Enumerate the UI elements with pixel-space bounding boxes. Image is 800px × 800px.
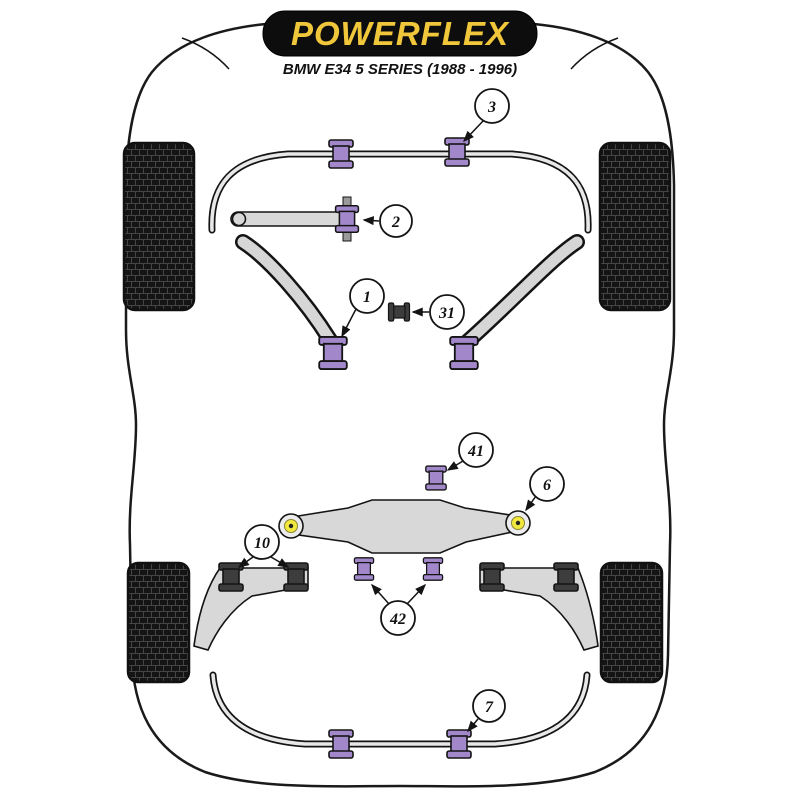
callout-10: 10 [237, 524, 290, 568]
callout-42-label: 42 [389, 611, 406, 628]
callout-6-circle [529, 466, 565, 502]
callout-6-leader [525, 495, 537, 512]
front-right-fender-line [570, 37, 619, 70]
callout-10-leader-left [237, 556, 254, 568]
callout-7-label: 7 [485, 699, 494, 716]
callout-31: 31 [411, 294, 465, 330]
callout-41: 41 [446, 432, 494, 471]
front-arm-bush-left [318, 335, 348, 371]
tire-rear-right [599, 561, 664, 684]
callout-10-circle [244, 524, 280, 560]
front-arm-left [237, 236, 336, 346]
tire-front-left [122, 141, 196, 312]
callout-7-leader [467, 718, 479, 733]
callout-42-leader-right [406, 583, 427, 605]
front-left-fender-line [181, 37, 230, 70]
brand-banner: POWERFLEX [262, 10, 538, 57]
callouts: 3 2 1 31 41 6 [237, 88, 565, 733]
callout-3: 3 [462, 88, 510, 143]
callout-3-leader [462, 119, 485, 143]
rear-center-bush-right [422, 557, 444, 581]
tie-rod-ball-joint [231, 211, 247, 227]
rear-subframe [278, 499, 531, 554]
callout-41-label: 41 [467, 443, 484, 460]
callout-31-circle [429, 294, 465, 330]
front-arm-bush-right [449, 335, 479, 371]
tires [122, 141, 672, 684]
tie-rod-bush [334, 204, 360, 234]
callout-10-leader-right [270, 556, 290, 568]
front-arb-bush-right [444, 137, 470, 167]
front-control-arms [235, 234, 585, 371]
front-tie-rod [230, 196, 360, 242]
front-anti-roll-bar-highlight [210, 152, 590, 232]
rear-center-bush-left [353, 557, 375, 581]
rear-top-bush-41 [425, 465, 447, 491]
callout-42: 42 [370, 583, 427, 636]
front-small-bush-31 [387, 302, 411, 322]
front-arm-right [461, 236, 583, 348]
front-arb-bush-left [328, 139, 354, 169]
callout-7: 7 [467, 689, 506, 733]
callout-10-label: 10 [254, 535, 270, 552]
front-anti-roll-bar [208, 137, 592, 234]
callout-31-label: 31 [438, 305, 455, 322]
callout-2-circle [379, 204, 413, 238]
rear-trailing-arms [193, 562, 599, 651]
rear-arm-bush-right-inner [479, 562, 505, 592]
callout-3-circle [474, 88, 510, 124]
tie-rod-bar [230, 211, 352, 227]
callout-6: 6 [525, 466, 565, 512]
callout-1-leader [341, 308, 357, 338]
callout-41-leader [446, 460, 464, 471]
model-subtitle: BMW E34 5 SERIES (1988 - 1996) [283, 61, 517, 78]
rear-anti-roll-bar [209, 671, 591, 759]
callout-7-circle [472, 689, 506, 723]
brand-logo: POWERFLEX [291, 15, 510, 52]
callout-1: 1 [341, 278, 385, 338]
callout-42-leader-left [370, 583, 390, 605]
rear-arb-bush-right [446, 729, 472, 759]
callout-1-label: 1 [363, 289, 371, 306]
rear-arm-bush-right-outer [553, 562, 579, 592]
banner-background [262, 10, 538, 57]
rear-anti-roll-bar-highlight [211, 673, 589, 746]
tire-front-right [598, 141, 672, 312]
car-body-outline [124, 16, 676, 788]
callout-42-circle [380, 600, 416, 636]
callout-1-circle [349, 278, 385, 314]
callout-3-label: 3 [487, 99, 496, 116]
rear-arb-bush-left [328, 729, 354, 759]
callout-41-circle [458, 432, 494, 468]
tire-rear-left [126, 561, 191, 684]
callout-6-label: 6 [543, 477, 551, 494]
rear-subframe-bush-right [505, 510, 531, 536]
callout-2-leader [362, 216, 380, 226]
callout-2-label: 2 [391, 214, 400, 231]
rear-subframe-bush-left [278, 513, 304, 539]
callout-2: 2 [362, 204, 413, 238]
